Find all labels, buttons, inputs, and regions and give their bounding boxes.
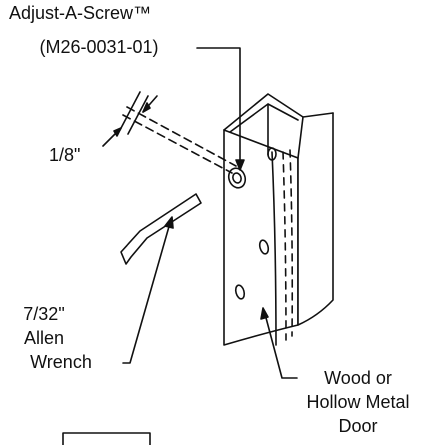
wrench-leader-line — [122, 222, 171, 364]
screw-drawing — [122, 106, 247, 189]
door-label-line2: Hollow Metal — [306, 392, 410, 412]
screw-part-number-label: (M26-0031-01) — [39, 37, 159, 57]
door-leader-line — [264, 313, 298, 379]
door-label-line1: Wood or — [324, 368, 392, 388]
screw-leader-line — [196, 47, 241, 166]
allen-wrench-drawing — [120, 193, 202, 265]
door-label-line3: Door — [338, 416, 378, 436]
dimension-label: 1/8" — [49, 145, 81, 165]
partial-frame — [62, 432, 151, 445]
dimension-arrows — [102, 91, 158, 147]
wrench-label-line2: Allen — [23, 328, 65, 348]
wrench-label-line3: Wrench — [30, 352, 92, 372]
screw-name-label: Adjust-A-Screw™ — [8, 3, 152, 23]
wrench-size-label: 7/32" — [23, 304, 65, 324]
